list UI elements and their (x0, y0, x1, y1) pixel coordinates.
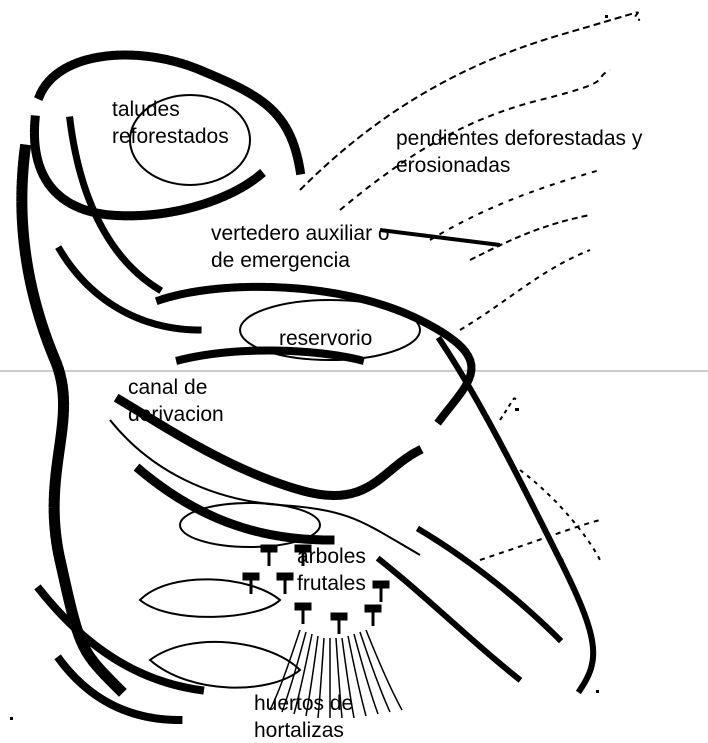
fruit-tree (262, 546, 276, 566)
contour-lines (300, 13, 640, 561)
label-line: vertedero auxiliar o (211, 220, 390, 247)
fruit-tree (278, 574, 292, 594)
label-line: canal de (128, 374, 224, 401)
overflow-channel (380, 230, 500, 245)
label-line: taludes (112, 96, 229, 123)
slope-line-8 (520, 470, 600, 560)
label-huertos-hortalizas: huertos de hortalizas (254, 690, 353, 743)
fruit-tree (374, 582, 388, 602)
label-line: hortalizas (254, 717, 353, 743)
label-taludes-reforestados: taludes reforestados (112, 96, 229, 150)
label-line: reservorio (279, 325, 372, 352)
fruit-tree (366, 606, 380, 626)
lower-field-1 (140, 579, 280, 617)
label-line: derivacion (128, 401, 224, 428)
label-line: erosionadas (396, 152, 642, 179)
label-arboles-frutales: árboles frutales (297, 543, 366, 597)
label-pendientes-deforestadas: pendientes deforestadas y erosionadas (396, 125, 642, 179)
label-line: de emergencia (211, 247, 390, 274)
label-canal-derivacion: canal de derivacion (128, 374, 224, 428)
fruit-tree (296, 604, 310, 624)
label-line: reforestados (112, 123, 229, 150)
slope-line-5 (460, 250, 590, 330)
label-vertedero: vertedero auxiliar o de emergencia (211, 220, 390, 274)
label-line: pendientes deforestadas y (396, 125, 642, 152)
label-reservorio: reservorio (279, 325, 372, 352)
slope-line-4 (470, 215, 590, 260)
lower-right-vegetation (380, 530, 560, 680)
label-line: árboles (297, 543, 366, 570)
channel-pond (180, 503, 320, 547)
lower-left-vegetation (40, 590, 200, 720)
label-line: huertos de (254, 690, 353, 717)
slope-line-3 (430, 170, 600, 240)
fruit-tree (332, 614, 346, 634)
label-line: frutales (297, 570, 366, 597)
scattered-marks (10, 15, 608, 720)
